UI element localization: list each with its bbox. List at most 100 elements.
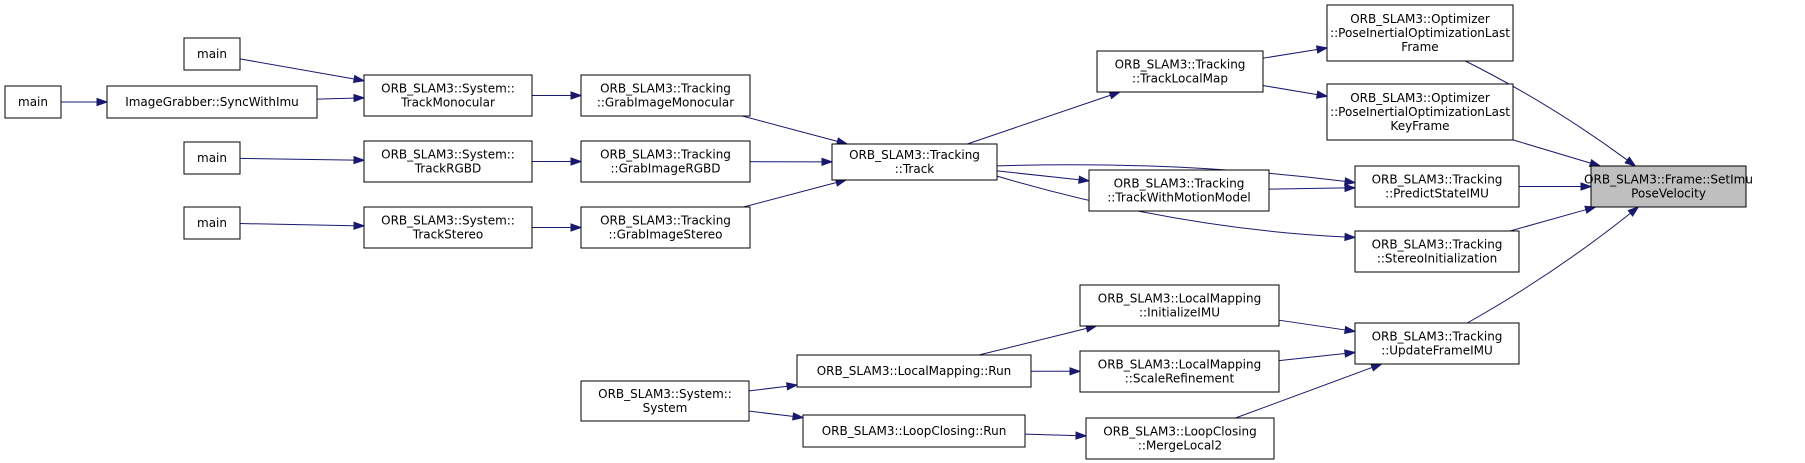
nodes-layer: ORB_SLAM3::Frame::SetImuPoseVelocityORB_… [4,4,1753,460]
node-mergelocal[interactable]: ORB_SLAM3::LoopClosing::MergeLocal2 [1085,417,1275,460]
edge-stereoinit-to-setimu [1509,205,1597,232]
node-label-line: ORB_SLAM3::Tracking [600,148,731,162]
node-tmono[interactable]: ORB_SLAM3::System::TrackMonocular [363,74,533,117]
edge-trackmotion-to-predict [1268,183,1357,193]
node-predict[interactable]: ORB_SLAM3::Tracking::PredictStateIMU [1354,165,1520,208]
node-label-line: ORB_SLAM3::System:: [598,387,732,401]
node-main2[interactable]: main [4,85,62,119]
node-box [4,85,62,119]
node-main1[interactable]: main [183,37,241,71]
edge-arrowhead [786,382,799,391]
edge-line [1024,433,1077,437]
edge-arrowhead [1078,175,1091,184]
node-trgbd[interactable]: ORB_SLAM3::System::TrackRGBD [363,140,533,183]
node-box [1088,169,1270,212]
node-scaleref[interactable]: ORB_SLAM3::LocalMapping::ScaleRefinement [1079,350,1280,393]
node-label-line: ORB_SLAM3::LoopClosing [1103,425,1257,439]
node-main4[interactable]: main [183,206,241,240]
edge-arrowhead [1344,232,1357,242]
edge-line [742,115,838,142]
node-box [1079,350,1280,393]
node-label-line: ORB_SLAM3::LocalMapping [1098,292,1261,306]
edge-arrowhead [1344,177,1357,186]
node-updframe[interactable]: ORB_SLAM3::Tracking::UpdateFrameIMU [1354,322,1520,365]
edge-arrowhead [352,74,366,84]
node-box [580,74,751,117]
edge-predict-to-setimu [1519,182,1593,191]
node-label-line: ::Track [895,162,935,176]
edge-line [1509,209,1586,232]
node-sysctor[interactable]: ORB_SLAM3::System::System [580,380,750,422]
edges-layer [61,45,1640,440]
node-label-line: ORB_SLAM3::Tracking [1115,58,1246,72]
node-tstereo[interactable]: ORB_SLAM3::System::TrackStereo [363,206,533,249]
node-label-line: ::PoseInertialOptimizationLast [1330,105,1510,119]
edge-pio_lkf-to-setimu [1512,139,1602,168]
edge-mergelocal-to-updframe [1235,363,1383,419]
edge-arrowhead [353,221,366,230]
node-initimu[interactable]: ORB_SLAM3::LocalMapping::InitializeIMU [1079,284,1280,327]
node-gistereo[interactable]: ORB_SLAM3::Tracking::GrabImageStereo [580,206,751,249]
node-stereoinit[interactable]: ORB_SLAM3::Tracking::StereoInitializatio… [1354,230,1520,273]
node-gimono[interactable]: ORB_SLAM3::Tracking::GrabImageMonocular [580,74,751,117]
edge-line [1262,49,1318,59]
edge-line [967,94,1111,145]
node-label-line: ::StereoInitialization [1377,252,1497,266]
node-track[interactable]: ORB_SLAM3::Tracking::Track [831,143,998,181]
edge-lmrun-to-scaleref [1030,367,1082,376]
node-label-line: ::GrabImageStereo [609,228,723,242]
node-pio_lkf[interactable]: ORB_SLAM3::Optimizer::PoseInertialOptimi… [1326,83,1514,141]
node-box [831,143,998,181]
edge-main3-to-trgbd [239,155,366,165]
node-label-line: ORB_SLAM3::System:: [381,148,515,162]
edge-line [1262,85,1318,96]
edge-pio_lf-to-setimu [1465,60,1637,167]
node-label-line: TrackRGBD [414,162,482,176]
node-girgbd[interactable]: ORB_SLAM3::Tracking::GrabImageRGBD [580,140,751,183]
edge-sysctor-to-lcrun [748,410,805,421]
edge-arrowhead [570,223,583,232]
edge-arrowhead [1370,363,1383,372]
edge-tracklocal-to-pio_lf [1262,45,1329,59]
edge-arrowhead [1584,205,1597,214]
node-syncimu[interactable]: ImageGrabber::SyncWithImu [106,85,318,119]
node-lcrun[interactable]: ORB_SLAM3::LoopClosing::Run [802,414,1026,448]
edge-arrowhead [570,157,583,166]
edge-arrowhead [1343,325,1357,335]
node-label-line: ORB_SLAM3::Tracking [849,148,980,162]
edge-arrowhead [1315,45,1329,54]
node-label-line: TrackMonocular [400,96,495,110]
node-box [1079,284,1280,327]
edge-arrowhead [1108,91,1122,100]
node-pio_lf[interactable]: ORB_SLAM3::Optimizer::PoseInertialOptimi… [1326,4,1514,62]
node-label-line: ORB_SLAM3::Tracking [1114,177,1245,191]
edge-line [1466,212,1631,324]
node-trackmotion[interactable]: ORB_SLAM3::Tracking::TrackWithMotionMode… [1088,169,1270,212]
node-main3[interactable]: main [183,141,241,175]
edge-arrowhead [1075,431,1088,440]
node-label-line: ORB_SLAM3::Optimizer [1350,12,1490,26]
edge-track-to-tracklocal [967,91,1122,145]
node-label-line: ORB_SLAM3::Optimizer [1350,91,1490,105]
node-label-line: ORB_SLAM3::Tracking [1372,173,1503,187]
node-label-line: main [197,47,227,61]
node-tracklocal[interactable]: ORB_SLAM3::Tracking::TrackLocalMap [1096,50,1264,93]
node-label-line: PoseVelocity [1631,187,1706,201]
edge-arrowhead [1624,156,1637,167]
edge-arrowhead [1627,206,1640,217]
node-lmrun[interactable]: ORB_SLAM3::LocalMapping::Run [796,354,1032,388]
node-label-line: ORB_SLAM3::Tracking [600,82,731,96]
node-label-line: ::PoseInertialOptimizationLast [1330,26,1510,40]
edge-line [239,58,355,80]
edge-track-to-stereoinit [996,175,1357,242]
edge-scaleref-to-updframe [1278,349,1357,362]
edge-line [1512,139,1591,164]
edge-tmono-to-gimono [532,91,583,100]
edge-sysctor-to-lmrun [748,382,799,392]
edge-lmrun-to-initimu [978,324,1098,356]
edge-line [1268,187,1346,190]
node-box [580,380,750,422]
edge-arrowhead [570,91,583,100]
